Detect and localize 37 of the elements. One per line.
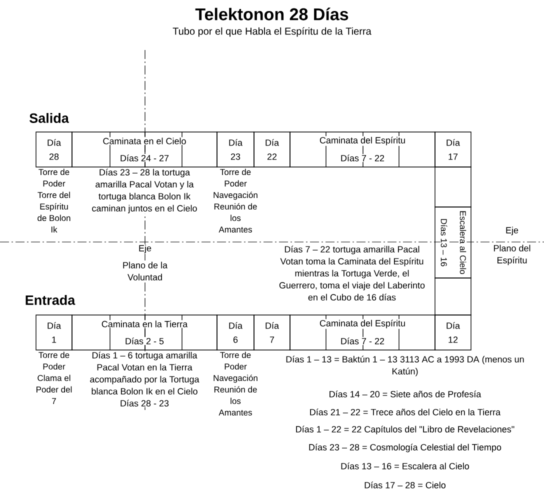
- day-cell: Día 22: [254, 132, 290, 168]
- vertical-cell: Días 13 – 16 Escalera al Cielo: [434, 206, 472, 278]
- note-text: Días 13 – 16 = Escalera al Cielo: [340, 462, 470, 470]
- cell-caption: Torre de Poder Clama el Poder del 7: [35, 351, 73, 405]
- day-cell: Día 7: [254, 314, 290, 350]
- day-cell: Día 12: [434, 314, 472, 350]
- note-text: Días 1 – 22 = 22 Capítulos del "Libro de Revelaciones": [294, 425, 516, 435]
- subtitle: Tubo por el que Habla el Espíritu de la Tierra: [172, 26, 372, 38]
- empty-cell: [434, 278, 472, 316]
- range-cell: Caminata del Espíritu Días 7 - 22: [290, 132, 436, 168]
- axis-label: Eje: [138, 244, 152, 254]
- range-cell: Caminata del Espíritu Días 7 - 22: [290, 314, 436, 350]
- note-text: Días 23 – 28 = Cosmología Celestial del Tiempo: [308, 443, 502, 453]
- day-cell: Día 1: [36, 314, 72, 350]
- axis-label: Eje: [504, 226, 520, 236]
- day-cell: Día 23: [216, 132, 254, 168]
- range-cell: Caminata en la Tierra Días 2 - 5: [72, 314, 218, 350]
- section-heading: Entrada: [24, 294, 76, 306]
- cell-caption: Torre de Poder Navegación Reunión de los Amantes: [212, 168, 259, 234]
- cell-caption: Torre de Poder Navegación Reunión de los Amantes: [212, 351, 259, 416]
- cell-caption: Torre de Poder Torre del Espíritu de Bolon Ik: [36, 168, 72, 234]
- note-text: Días 21 – 22 = Trece años del Cielo en la Tierra: [308, 408, 502, 416]
- plane-label: Plano de la Voluntad: [122, 261, 168, 281]
- plane-label: Plano del Espíritu: [492, 244, 532, 266]
- day-cell: Día 6: [216, 314, 254, 350]
- description-text: Días 7 – 22 tortuga amarilla Pacal Votan toma la Caminata del Espíritu mientras la Tortuga Verde, el Guerrero, toma el viaje del Laberinto en el Cubo de 16 días: [278, 245, 426, 302]
- day-cell: Día 28: [36, 132, 72, 168]
- note-text: Días 17 – 28 = Cielo: [364, 481, 446, 489]
- note-text: Días 14 – 20 = Siete años de Profesía: [328, 390, 482, 398]
- day-cell: Día 17: [434, 132, 472, 168]
- empty-cell: [434, 166, 472, 208]
- note-text: Días 1 – 13 = Baktún 1 – 13 3113 AC a 1993 DA (menos un Katún): [285, 355, 525, 377]
- cell-caption: Días 1 – 6 tortuga amarilla Pacal Votan en la Tierra acompañado por la Tortuga blanca Bolon Ik en el Cielo Días 28 - 23: [89, 351, 200, 408]
- title: Telektonon 28 Días: [195, 8, 348, 20]
- range-cell: Caminata en el Cielo Días 24 - 27: [72, 132, 218, 168]
- cell-caption: Días 23 – 28 la tortuga amarilla Pacal Votan y la tortuga blanca Bolon Ik caminan juntos en el Cielo: [91, 168, 198, 214]
- section-heading: Salida: [28, 112, 70, 124]
